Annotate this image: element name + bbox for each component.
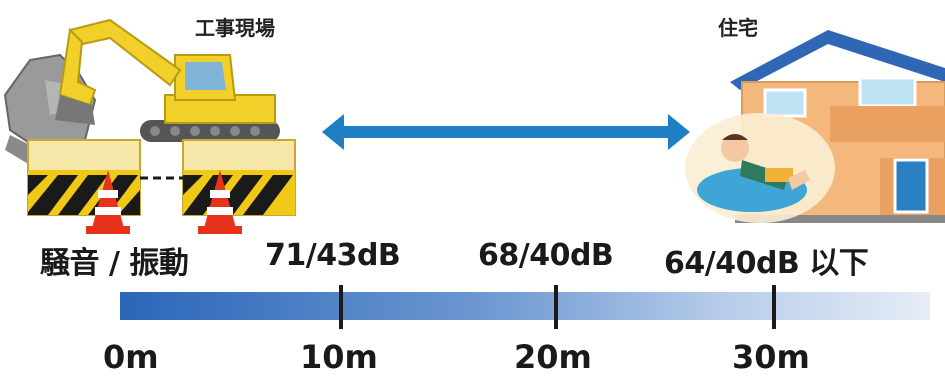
traffic-cone-icon [86, 170, 242, 234]
tick-20m [554, 285, 558, 329]
noise-vibration-label: 騒音 / 振動 [40, 246, 189, 281]
double-arrow-icon [322, 114, 690, 150]
tick-10m [339, 285, 343, 329]
construction-barrier-icon [27, 139, 296, 216]
distance-label-20m: 20m [514, 338, 592, 376]
house-illustration [685, 30, 945, 223]
distance-label-30m: 30m [732, 338, 810, 376]
tick-30m [772, 285, 776, 329]
noise-value-10m: 71/43dB [265, 238, 401, 273]
excavator-icon [55, 18, 280, 142]
noise-value-20m: 68/40dB [478, 238, 614, 273]
distance-gradient-bar [120, 292, 930, 320]
distance-label-10m: 10m [300, 338, 378, 376]
noise-value-30m: 64/40dB 以下 [664, 246, 869, 281]
house-label: 住宅 [718, 16, 758, 40]
distance-label-0m: 0m [103, 338, 159, 376]
construction-site-label: 工事現場 [195, 16, 275, 40]
construction-site-illustration [3, 18, 296, 234]
resting-person-icon [685, 113, 835, 223]
